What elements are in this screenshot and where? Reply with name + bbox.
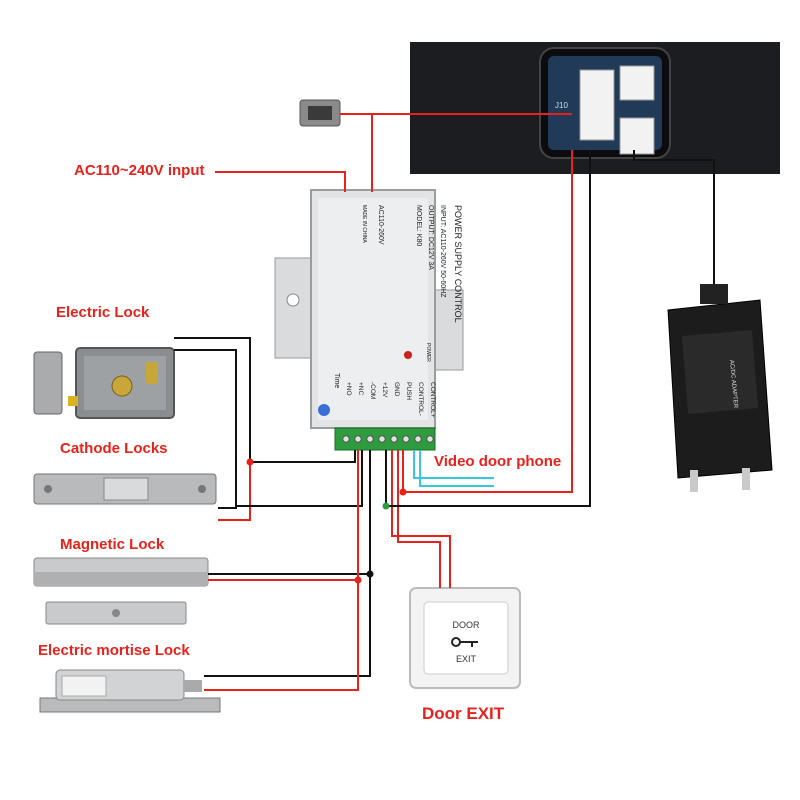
psu-time-label: Time (333, 373, 340, 388)
psu-output: OUTPUT: DC12V 3A (427, 205, 434, 270)
magnetic-lock-image (33, 557, 209, 625)
psu-title: POWER SUPPLY CONTROL (453, 205, 463, 323)
terminal-block (334, 427, 436, 451)
terminal-label: CONTROL+ (429, 382, 436, 418)
terminal-label: -COM (369, 382, 376, 399)
terminal-label: +12V (381, 382, 388, 398)
terminal-label: CONTROL- (417, 382, 424, 416)
door-exit-button: DOOR EXIT (409, 587, 521, 689)
psu-input: INPUT: AC110-260V 50-60HZ (439, 205, 446, 298)
terminal-screw (390, 435, 398, 443)
rj45-connector-icon (299, 99, 341, 127)
terminal-label: +NO (345, 382, 352, 396)
cathode-lock-image (33, 473, 217, 505)
terminal-label: GND (393, 382, 400, 397)
door-exit-label: Door EXIT (422, 704, 505, 723)
adapter-label: AC/DC ADAPTER (728, 360, 738, 409)
terminal-screw (366, 435, 374, 443)
terminal-screw (354, 435, 362, 443)
video-door-phone-label: Video door phone (434, 453, 562, 470)
monitor-board: J10 (410, 42, 780, 174)
cathode-locks-label: Cathode Locks (60, 440, 168, 457)
terminal-label: +NC (357, 382, 364, 395)
psu-made-in: MADE IN CHINA (361, 205, 367, 243)
electric-lock-label: Electric Lock (56, 304, 150, 321)
wires (174, 113, 715, 691)
ac-input-label: AC110~240V input (74, 162, 205, 179)
terminal-screw (342, 435, 350, 443)
terminal-screw (378, 435, 386, 443)
key-icon (451, 637, 478, 647)
electric-lock-image (33, 347, 175, 419)
exit-button-text-door: DOOR (453, 620, 481, 630)
exit-button-text-exit: EXIT (456, 654, 477, 664)
mortise-lock-image (39, 669, 221, 713)
psu-terminal-labels: +NO +NC -COM +12V GND PUSH CONTROL- CONTROL+ (345, 382, 436, 418)
electric-mortise-lock-label: Electric mortise Lock (38, 642, 190, 659)
terminal-label: PUSH (405, 382, 412, 400)
terminal-screw (402, 435, 410, 443)
psu-label-block: POWER SUPPLY CONTROL INPUT: AC110-260V 5… (333, 205, 463, 388)
board-connector-label: J10 (555, 101, 568, 110)
psu-power-led-label: POWER (425, 343, 431, 362)
power-adapter-image: AC/DC ADAPTER (667, 284, 773, 492)
terminal-screw (426, 435, 434, 443)
magnetic-lock-label: Magnetic Lock (60, 536, 165, 553)
psu-ac-side: AC110-260V (377, 205, 384, 245)
power-supply-box (274, 189, 464, 429)
terminal-screw (414, 435, 422, 443)
psu-model: MODEL: K80 (415, 205, 422, 246)
